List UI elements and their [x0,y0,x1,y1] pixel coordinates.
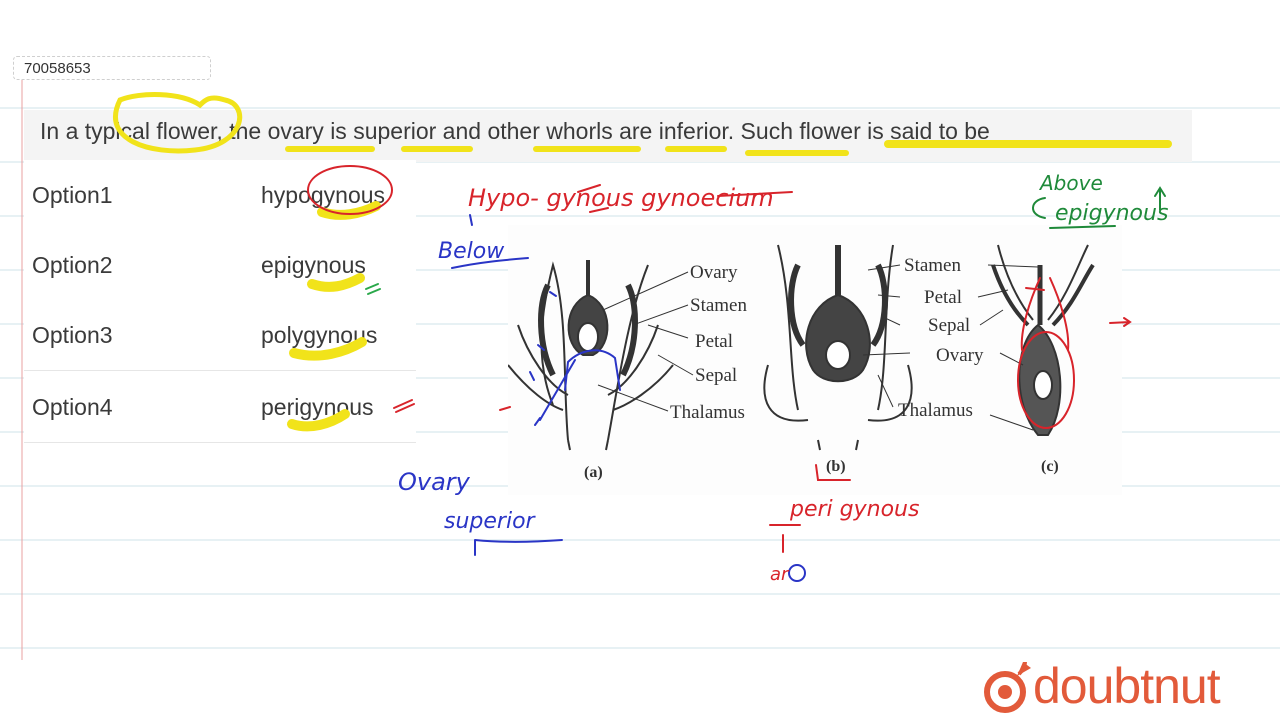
flower-a-drawing [507,260,674,451]
annotation-hypogynous: Hypo- gynous gynoecium [468,184,774,212]
annotation-perigynous: peri gynous [789,497,919,522]
label-sepal-b: Sepal [928,315,970,336]
label-thalamus-a: Thalamus [670,402,745,423]
option-value: hypogynous [261,182,386,208]
label-petal-b: Petal [924,287,962,308]
annotation-around: ar [770,564,790,585]
option-row-2[interactable]: Option2 epigynous [24,230,416,301]
green-marks [1032,186,1166,229]
flower-c-drawing [991,244,1095,436]
option-key: Option3 [32,322,113,348]
option-key: Option2 [32,252,113,278]
option-key: Option4 [32,394,113,420]
annotation-ovary: Ovary [398,468,471,496]
question-text: In a typical flower, the ovary is superi… [24,110,1192,162]
label-petal-a: Petal [695,331,733,352]
question-id: 70058653 [13,56,211,80]
caption-b: (b) [826,458,846,475]
option-row-4[interactable]: Option4 perigynous [24,372,416,443]
doubtnut-logo: doubtnut [983,656,1273,716]
doubtnut-logo-icon [984,661,1031,713]
label-ovary-b: Ovary [936,345,984,366]
label-stamen-a: Stamen [690,295,747,316]
annotation-superior: superior [444,509,537,534]
caption-c: (c) [1041,458,1059,475]
option-key: Option1 [32,182,113,208]
yellow-highlights [113,92,1172,432]
logo-text: doubtnut [1033,658,1221,714]
label-stamen-b: Stamen [904,255,961,276]
annotation-above: Above [1038,171,1103,195]
option-row-3[interactable]: Option3 polygynous [24,300,416,371]
label-thalamus-b: Thalamus [898,400,973,421]
label-sepal-a: Sepal [695,365,737,386]
flower-b-drawing [763,244,913,451]
red-marks [307,165,1132,553]
caption-a: (a) [584,464,603,481]
blue-marks [451,214,806,582]
option-value: perigynous [261,394,374,420]
annotation-epigynous: epigynous [1055,201,1168,226]
option-value: epigynous [261,252,366,278]
label-ovary-a: Ovary [690,262,738,283]
annotation-below: Below [438,239,505,264]
